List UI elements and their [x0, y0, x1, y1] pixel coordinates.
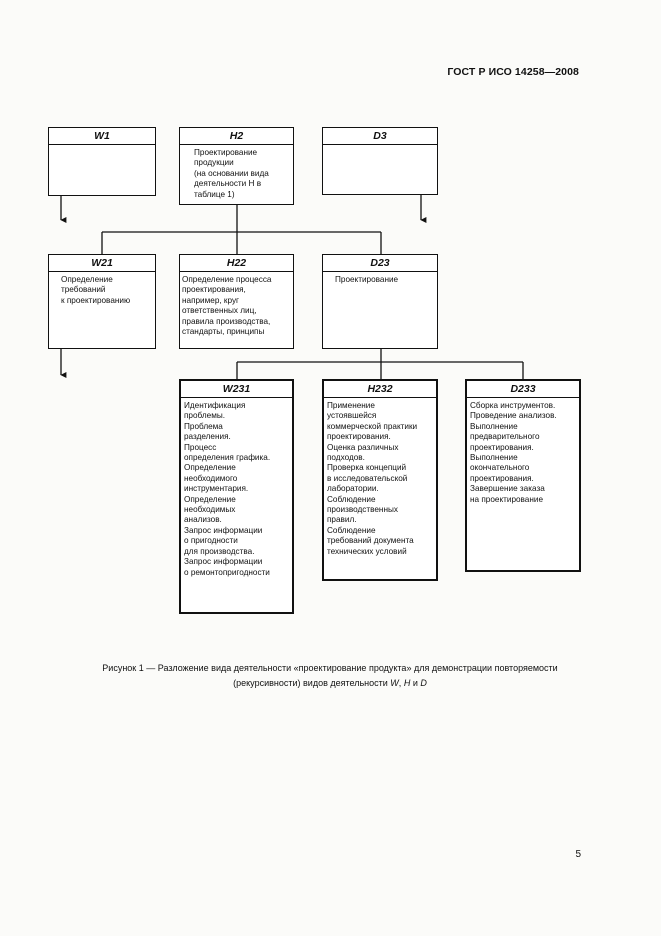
box-text: [323, 145, 437, 148]
box-text: Применение устоявшейся коммерческой прак…: [327, 401, 418, 556]
box-code: D233: [467, 381, 579, 398]
box-h232: H232 Применение устоявшейся коммерческой…: [322, 379, 438, 581]
box-code: D23: [323, 255, 437, 272]
caption-line-2: (рекурсивности) видов деятельности W, H …: [40, 676, 620, 691]
caption-letter-d: D: [420, 678, 427, 688]
box-w1: W1: [48, 127, 156, 196]
box-text: Проектирование продукции (на основании в…: [194, 148, 269, 199]
caption-line-1: Рисунок 1 — Разложение вида деятельности…: [102, 663, 558, 673]
caption-sep-1: ,: [398, 678, 404, 688]
box-text: Определение требований к проектированию: [61, 275, 131, 305]
box-text: [49, 145, 155, 148]
caption-letter-h: H: [403, 678, 411, 688]
box-code: W1: [49, 128, 155, 145]
caption-line-2-prefix: (рекурсивности) видов деятельности: [233, 678, 391, 688]
box-w21: W21 Определение требований к проектирова…: [48, 254, 156, 349]
box-h22: H22 Определение процесса проектирования,…: [179, 254, 294, 349]
box-text: Проектирование: [335, 275, 399, 284]
box-text: Сборка инструментов. Проведение анализов…: [470, 401, 557, 504]
box-code: H232: [324, 381, 436, 398]
box-code: H2: [180, 128, 293, 145]
box-text: Идентификация проблемы. Проблема разделе…: [184, 401, 271, 577]
figure-caption: Рисунок 1 — Разложение вида деятельности…: [40, 661, 620, 691]
caption-letter-w: W: [390, 678, 399, 688]
box-w231: W231 Идентификация проблемы. Проблема ра…: [179, 379, 294, 614]
box-d3: D3: [322, 127, 438, 195]
box-d23: D23 Проектирование: [322, 254, 438, 349]
document-header: ГОСТ Р ИСО 14258—2008: [447, 66, 579, 78]
box-code: W21: [49, 255, 155, 272]
box-h2: H2 Проектирование продукции (на основани…: [179, 127, 294, 205]
box-text: Определение процесса проектирования, нап…: [182, 275, 272, 337]
box-d233: D233 Сборка инструментов. Проведение ана…: [465, 379, 581, 572]
caption-sep-2: и: [410, 678, 421, 688]
page-number: 5: [575, 849, 581, 860]
box-code: W231: [181, 381, 292, 398]
box-code: D3: [323, 128, 437, 145]
box-code: H22: [180, 255, 293, 272]
